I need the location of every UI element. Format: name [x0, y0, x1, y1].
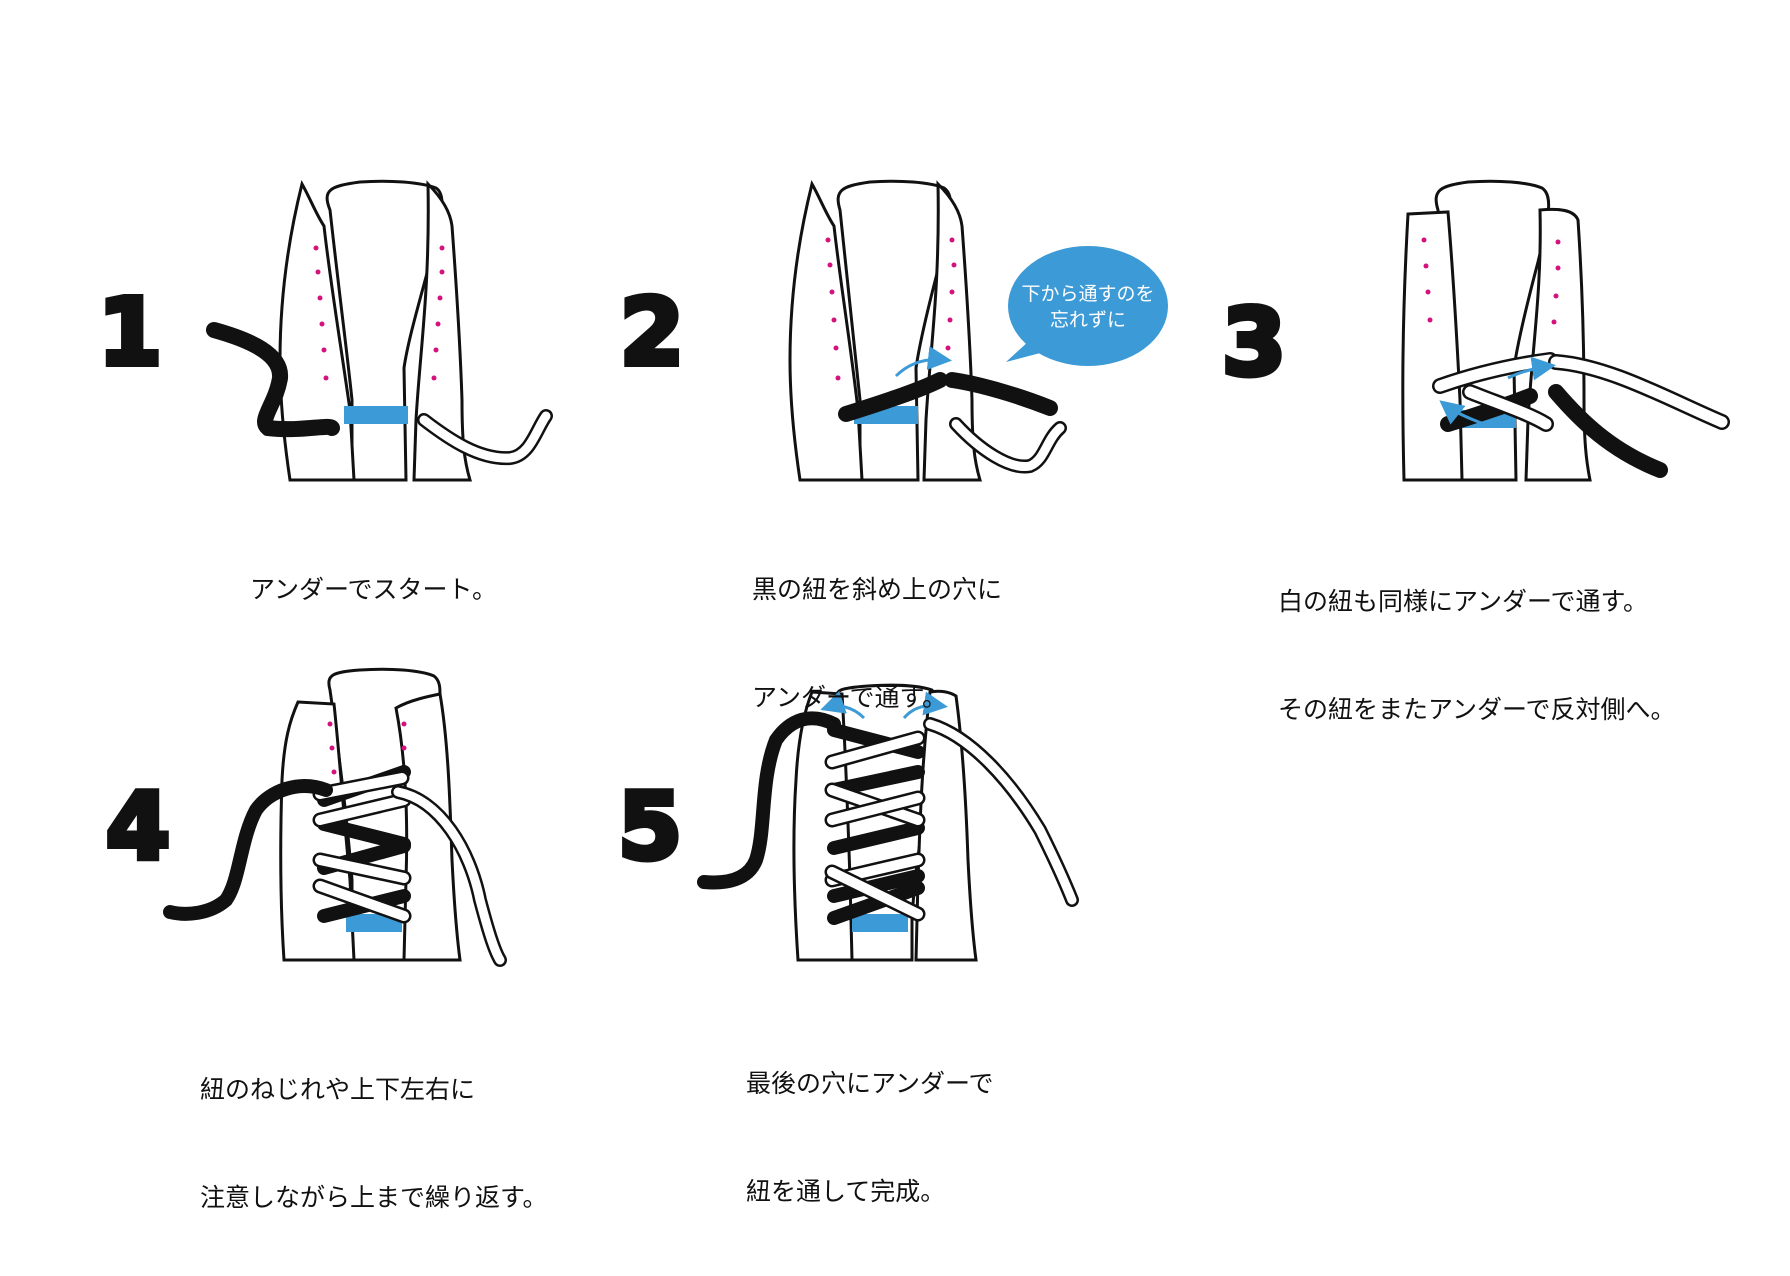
step-2-illustration: 下から通すのを 忘れずに [788, 179, 1168, 482]
step-3-caption: 白の紐も同様にアンダーで通す。 その紐をまたアンダーで反対側へ。 [1278, 512, 1676, 764]
step-4-illustration [163, 667, 507, 967]
step-number-4: 4 [106, 773, 170, 880]
eyelets-left [313, 245, 329, 381]
step-2-caption: 黒の紐を斜め上の穴に アンダーで通す。 [752, 500, 1002, 752]
step-number-5: 5 [618, 773, 682, 880]
step-5-caption: 最後の穴にアンダーで 紐を通して完成。 [746, 994, 994, 1246]
caption-line: 注意しながら上まで繰り返す。 [200, 1183, 548, 1212]
step-1-caption: アンダーでスタート。 [250, 500, 497, 644]
caption-line: 白の紐も同様にアンダーで通す。 [1278, 587, 1649, 616]
eyelets-right [1551, 239, 1561, 325]
step-number-3: 3 [1222, 289, 1286, 396]
caption-line: 紐を通して完成。 [746, 1177, 946, 1206]
caption-line: 最後の穴にアンダーで [746, 1069, 994, 1098]
eyelets-right [431, 245, 445, 381]
caption-line: アンダーでスタート。 [250, 575, 498, 604]
step-3-illustration [1401, 179, 1730, 482]
step-1-illustration [206, 179, 553, 482]
caption-line: アンダーで通す。 [752, 683, 948, 712]
callout-bubble: 下から通すのを 忘れずに [1006, 246, 1168, 366]
step-4-caption: 紐のねじれや上下左右に 注意しながら上まで繰り返す。 [200, 1000, 548, 1252]
step-number-2: 2 [620, 279, 684, 386]
eyelets-left [1421, 237, 1433, 323]
eyelets-left [327, 721, 337, 775]
caption-line: 黒の紐を斜め上の穴に [752, 575, 1003, 604]
callout-line-1: 下から通すのを [1021, 283, 1154, 305]
step-5-illustration [697, 683, 1079, 962]
caption-line: その紐をまたアンダーで反対側へ。 [1278, 695, 1676, 724]
caption-line: 紐のねじれや上下左右に [200, 1075, 476, 1104]
eyelets-right [401, 721, 407, 751]
step-number-1: 1 [98, 279, 162, 386]
callout-line-2: 忘れずに [1050, 309, 1126, 331]
eyelets-left [825, 237, 841, 381]
